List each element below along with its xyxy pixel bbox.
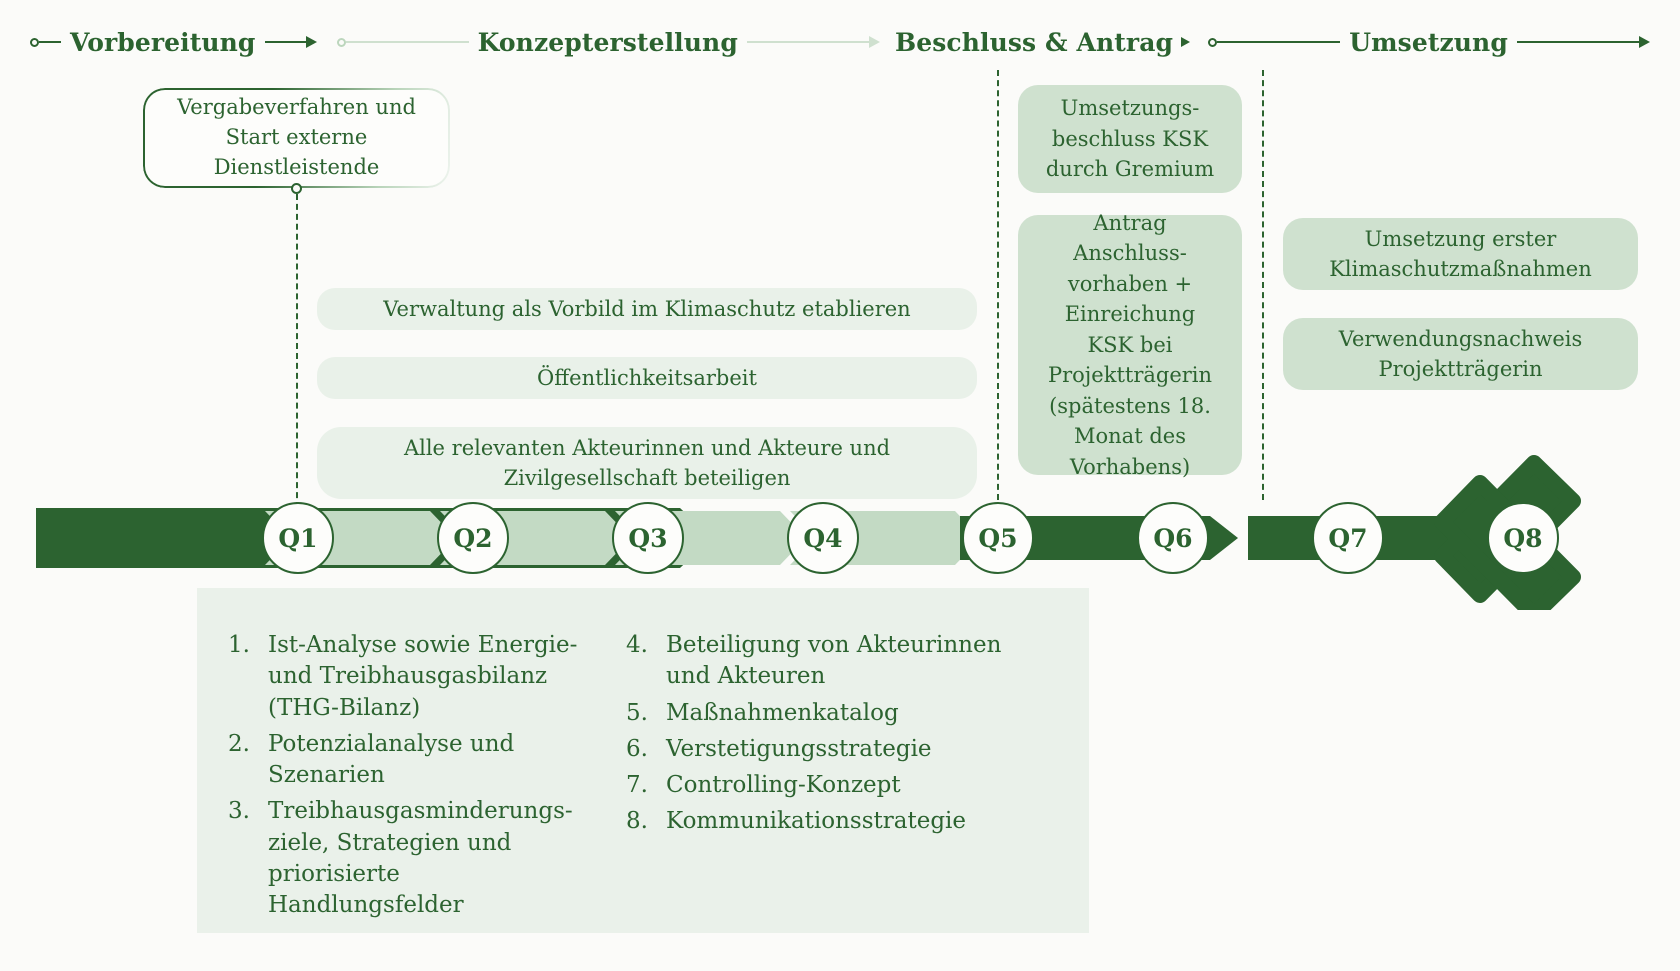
arrow-right-icon [1181,37,1191,47]
pill-text: Verwendungsnachweis Projektträgerin [1338,326,1583,381]
quarter-marker-q8[interactable]: Q8 [1487,502,1559,574]
quarter-marker-q3[interactable]: Q3 [612,502,684,574]
quarter-label: Q6 [1153,523,1193,553]
quarter-label: Q4 [803,523,843,553]
quarter-label: Q7 [1328,523,1368,553]
callout-text: Vergabeverfahren und Start externe Diens… [177,95,416,179]
phase-header: Vorbereitung Konzepterstellung Beschluss… [30,22,1651,62]
phase-line-icon [264,41,307,43]
quarter-label: Q1 [278,523,318,553]
quarter-label: Q8 [1503,523,1543,553]
phase-line-icon [746,41,871,43]
pill-umsetzung-klimaschutzmassnahmen[interactable]: Umsetzung erster Klimaschutzmaßnahmen [1283,218,1638,290]
pill-umsetzungsbeschluss[interactable]: Umsetzungs- beschluss KSK durch Gremium [1018,85,1242,193]
callout-connector-line [296,194,298,508]
pill-text: Alle relevanten Akteurinnen und Akteure … [403,435,891,490]
task-number: 7. [626,772,648,799]
phase-divider-beschluss [997,70,999,500]
quarter-marker-q6[interactable]: Q6 [1137,502,1209,574]
task-item[interactable]: 3. Treibhausgasminderungs-ziele, Strateg… [228,796,598,921]
pill-text: Antrag Anschluss- vorhaben + Einreichung… [1047,211,1213,479]
phase-label-umsetzung: Umsetzung [1349,27,1508,57]
pill-text: Umsetzungs- beschluss KSK durch Gremium [1045,96,1215,182]
quarter-marker-q5[interactable]: Q5 [962,502,1034,574]
quarter-timeline: Q1 Q2 Q3 Q4 Q5 Q6 Q7 Q8 [0,455,1680,610]
phase-start-dot-icon [1208,37,1218,47]
quarter-marker-q1[interactable]: Q1 [262,502,334,574]
tasks-columns: 1. Ist-Analyse sowie Energie- und Treibh… [228,630,1058,926]
phase-line-icon [39,41,61,43]
task-number: 6. [626,735,648,762]
phase-start-dot-icon [336,37,346,47]
phase-vorbereitung[interactable]: Vorbereitung [30,22,317,62]
pill-antrag-anschlussvorhaben[interactable]: Antrag Anschluss- vorhaben + Einreichung… [1018,211,1242,479]
pill-verwendungsnachweis[interactable]: Verwendungsnachweis Projektträgerin [1283,318,1638,390]
task-text: Controlling-Konzept [666,772,901,799]
quarter-label: Q5 [978,523,1018,553]
task-item[interactable]: 2. Potenzialanalyse und Szenarien [228,729,598,792]
phase-umsetzung[interactable]: Umsetzung [1208,22,1651,62]
phase-line-icon [345,41,469,43]
task-item[interactable]: 8. Kommunikationsstrategie [626,806,1026,837]
arrow-right-icon [305,36,317,48]
task-number: 8. [626,808,648,835]
task-text: Verstetigungsstrategie [666,735,932,762]
phase-line-icon [1516,41,1641,43]
task-item[interactable]: 4. Beteiligung von Akteurinnen und Akteu… [626,630,1026,693]
pill-text: Öffentlichkeitsarbeit [537,365,757,390]
task-item[interactable]: 5. Maßnahmenkatalog [626,698,1026,729]
phase-beschluss-antrag[interactable]: Beschluss & Antrag [886,22,1191,62]
pill-verwaltung-vorbild[interactable]: Verwaltung als Vorbild im Klimaschutz et… [317,288,977,330]
phase-label-vorbereitung: Vorbereitung [70,27,256,57]
pill-text: Umsetzung erster Klimaschutzmaßnahmen [1329,226,1592,281]
tasks-column-left: 1. Ist-Analyse sowie Energie- und Treibh… [228,630,598,926]
tasks-column-right: 4. Beteiligung von Akteurinnen und Akteu… [626,630,1026,926]
task-text: Beteiligung von Akteurinnen und Akteuren [666,632,1002,690]
task-number: 2. [228,730,250,757]
arrow-right-icon [869,36,881,48]
task-text: Ist-Analyse sowie Energie- und Treibhaus… [268,632,578,721]
task-number: 4. [626,632,648,658]
phase-label-konzepterstellung: Konzepterstellung [477,27,738,57]
task-number: 5. [626,699,648,726]
quarter-marker-q7[interactable]: Q7 [1312,502,1384,574]
arrow-right-icon [1639,36,1651,48]
task-number: 1. [228,632,250,658]
phase-label-beschluss-antrag: Beschluss & Antrag [895,27,1174,57]
phase-start-dot-icon [30,37,39,47]
task-text: Potenzialanalyse und Szenarien [268,730,515,789]
tasks-panel [197,588,1089,933]
task-item[interactable]: 7. Controlling-Konzept [626,770,1026,801]
quarter-marker-q4[interactable]: Q4 [787,502,859,574]
phase-konzepterstellung[interactable]: Konzepterstellung [336,22,881,62]
task-number: 3. [228,798,250,825]
callout-vergabeverfahren[interactable]: Vergabeverfahren und Start externe Diens… [143,88,450,188]
pill-text: Verwaltung als Vorbild im Klimaschutz et… [383,296,911,321]
task-text: Kommunikationsstrategie [666,808,967,835]
task-item[interactable]: 1. Ist-Analyse sowie Energie- und Treibh… [228,630,598,724]
phase-divider-umsetzung [1262,70,1264,500]
quarter-label: Q3 [628,523,668,553]
pill-akteure-beteiligen[interactable]: Alle relevanten Akteurinnen und Akteure … [317,427,977,499]
task-item[interactable]: 6. Verstetigungsstrategie [626,734,1026,765]
task-text: Treibhausgasminderungs-ziele, Strategien… [268,798,573,919]
quarter-label: Q2 [453,523,493,553]
callout-anchor-dot-icon [291,183,302,194]
pill-oeffentlichkeitsarbeit[interactable]: Öffentlichkeitsarbeit [317,357,977,399]
phase-line-icon [1217,41,1341,43]
quarter-marker-q2[interactable]: Q2 [437,502,509,574]
task-text: Maßnahmenkatalog [666,699,899,726]
